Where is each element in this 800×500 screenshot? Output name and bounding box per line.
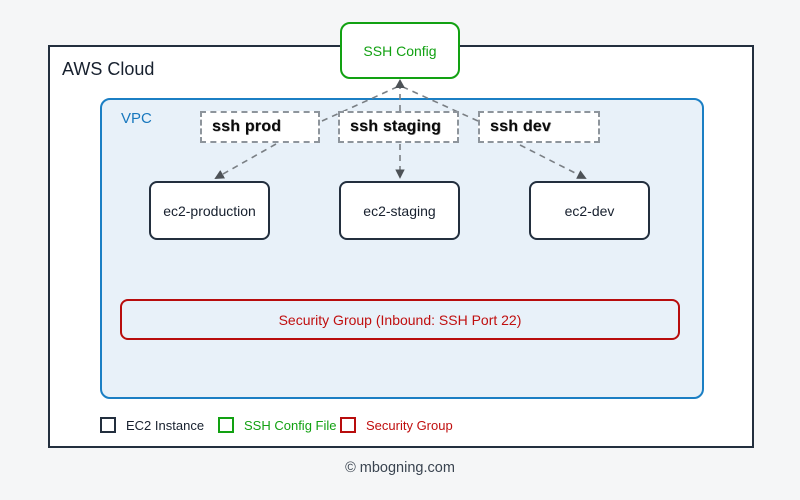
aws-cloud-label: AWS Cloud (62, 59, 155, 79)
node-ssh-staging: ssh staging (338, 111, 459, 143)
legend-item-security-group: Security Group (340, 417, 453, 433)
legend-item-ec2-instance: EC2 Instance (100, 417, 204, 433)
footer-copyright: © mbogning.com (345, 460, 455, 476)
node-ssh-dev: ssh dev (478, 111, 600, 143)
ssh-staging-label: ssh staging (350, 118, 442, 135)
ec2-production-label: ec2-production (163, 202, 256, 219)
security-group-swatch-icon (340, 417, 356, 433)
node-ec2-staging: ec2-staging (339, 181, 460, 240)
legend-item-ssh-config-file: SSH Config File (218, 417, 336, 433)
vpc-label: VPC (121, 110, 152, 127)
ssh-config-label: SSH Config (363, 42, 437, 59)
node-ec2-production: ec2-production (149, 181, 270, 240)
ec2-instance-swatch-icon (100, 417, 116, 433)
node-ssh-config: SSH Config (340, 22, 460, 79)
ssh-config-file-swatch-icon (218, 417, 234, 433)
node-ec2-dev: ec2-dev (529, 181, 650, 240)
node-security-group: Security Group (Inbound: SSH Port 22) (120, 299, 680, 340)
legend-label-security-group: Security Group (366, 417, 453, 433)
node-ssh-prod: ssh prod (200, 111, 320, 143)
legend-label-ec2-instance: EC2 Instance (126, 417, 205, 433)
ssh-dev-label: ssh dev (490, 118, 551, 135)
legend-label-ssh-config-file: SSH Config File (244, 417, 337, 433)
vpc-container (100, 98, 704, 399)
ec2-dev-label: ec2-dev (564, 202, 615, 219)
ssh-prod-label: ssh prod (212, 118, 282, 135)
ec2-staging-label: ec2-staging (363, 202, 436, 219)
security-group-label: Security Group (Inbound: SSH Port 22) (278, 311, 522, 328)
